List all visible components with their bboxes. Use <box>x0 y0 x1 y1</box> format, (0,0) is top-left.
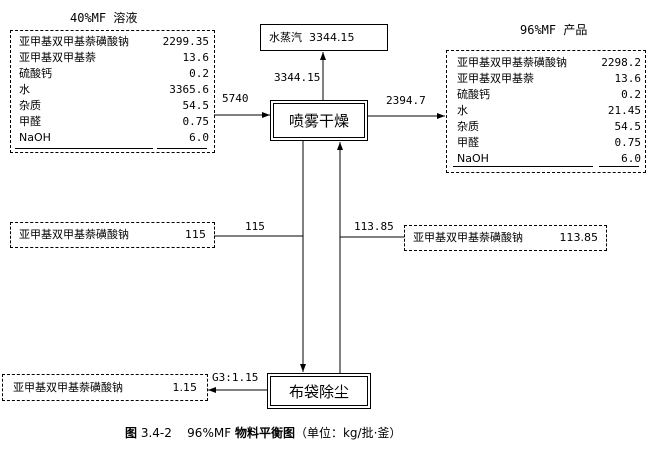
product-title: 96%MF 产品 <box>520 23 588 37</box>
table-row: 杂质 54.5 <box>19 98 209 114</box>
recycle-out-value: 113.85 <box>559 231 599 244</box>
caption-label: 图 <box>125 426 138 440</box>
steam-name: 水蒸汽 <box>269 31 302 44</box>
g3-box: 亚甲基双甲基萘磺酸钠 1.15 <box>2 374 208 401</box>
component-name: 杂质 <box>19 99 41 112</box>
table-row: 硫酸钙 0.2 <box>19 66 209 82</box>
component-value: 54.5 <box>614 120 642 133</box>
table-row: 亚甲基双甲基萘 13.6 <box>19 50 209 66</box>
component-name: 亚甲基双甲基萘磺酸钠 <box>457 56 567 69</box>
component-name: 硫酸钙 <box>457 88 490 101</box>
component-value: 13.6 <box>182 51 210 64</box>
table-row: 亚甲基双甲基萘磺酸钠 2298.2 <box>457 55 641 71</box>
figure-caption: 图 3.4-2 96%MF 物料平衡图（单位：kg/批·釜） <box>125 424 401 441</box>
component-value: 6.0 <box>189 131 209 144</box>
recycle-in-name: 亚甲基双甲基萘磺酸钠 <box>19 228 129 241</box>
component-value: 2299.35 <box>162 35 209 48</box>
recycle-in-label: 115 <box>245 220 265 233</box>
component-name: 水 <box>19 83 30 96</box>
component-name: 亚甲基双甲基萘 <box>19 51 96 64</box>
feed-title: 40%MF 溶液 <box>70 11 138 25</box>
component-name: 甲醛 <box>19 115 41 128</box>
recycle-out-box: 亚甲基双甲基萘磺酸钠 113.85 <box>404 225 607 251</box>
steam-flow-label: 3344.15 <box>274 71 321 84</box>
steam-value: 3344.15 <box>309 31 355 44</box>
component-value: 0.75 <box>182 115 210 128</box>
component-name: 亚甲基双甲基萘磺酸钠 <box>19 35 129 48</box>
table-row: NaOH 6.0 <box>19 130 209 146</box>
caption-number: 3.4-2 <box>140 426 172 440</box>
table-row: 水 3365.6 <box>19 82 209 98</box>
g3-value: 1.15 <box>172 381 198 394</box>
g3-name: 亚甲基双甲基萘磺酸钠 <box>13 381 123 394</box>
feed-flow-label: 5740 <box>222 92 249 105</box>
component-name: 甲醛 <box>457 136 479 149</box>
component-name: 杂质 <box>457 120 479 133</box>
table-row: 甲醛 0.75 <box>457 135 641 151</box>
component-value: 2298.2 <box>601 56 641 69</box>
bag-dust-collector-box: 布袋除尘 <box>267 373 371 409</box>
steam-box: 水蒸汽 3344.15 <box>260 24 388 51</box>
recycle-in-box: 亚甲基双甲基萘磺酸钠 115 <box>10 222 215 248</box>
component-name: 水 <box>457 104 468 117</box>
table-row: 亚甲基双甲基萘磺酸钠 2299.35 <box>19 34 209 50</box>
g3-label: G3:1.15 <box>212 371 259 384</box>
product-box: 亚甲基双甲基萘磺酸钠 2298.2 亚甲基双甲基萘 13.6 硫酸钙 0.2 水 21.45 杂… <box>446 50 646 173</box>
component-value: 0.2 <box>189 67 209 80</box>
table-row: 水 21.45 <box>457 103 641 119</box>
component-value: 0.75 <box>614 136 642 149</box>
recycle-in-value: 115 <box>185 228 206 241</box>
table-row: NaOH 6.0 <box>457 151 641 167</box>
component-value: 54.5 <box>182 99 210 112</box>
component-name: 硫酸钙 <box>19 67 52 80</box>
recycle-out-label: 113.85 <box>354 220 394 233</box>
feed-box: 亚甲基双甲基萘磺酸钠 2299.35 亚甲基双甲基萘 13.6 硫酸钙 0.2 水 3365.… <box>10 30 215 153</box>
component-value: 13.6 <box>614 72 642 85</box>
caption-product: 96%MF <box>187 426 232 440</box>
spray-dryer-box: 喷雾干燥 <box>270 100 368 141</box>
table-row: 亚甲基双甲基萘 13.6 <box>457 71 641 87</box>
component-name: 亚甲基双甲基萘 <box>457 72 534 85</box>
component-value: 21.45 <box>607 104 641 117</box>
caption-title: 物料平衡图 <box>234 426 295 440</box>
component-value: 3365.6 <box>169 83 209 96</box>
recycle-out-name: 亚甲基双甲基萘磺酸钠 <box>413 231 523 244</box>
table-row: 硫酸钙 0.2 <box>457 87 641 103</box>
component-name: NaOH <box>19 131 51 144</box>
component-name: NaOH <box>457 152 489 165</box>
caption-unit: （单位：kg/批·釜） <box>294 426 402 440</box>
product-flow-label: 2394.7 <box>386 94 426 107</box>
table-row: 甲醛 0.75 <box>19 114 209 130</box>
table-row: 杂质 54.5 <box>457 119 641 135</box>
component-value: 0.2 <box>621 88 641 101</box>
component-value: 6.0 <box>621 152 641 165</box>
